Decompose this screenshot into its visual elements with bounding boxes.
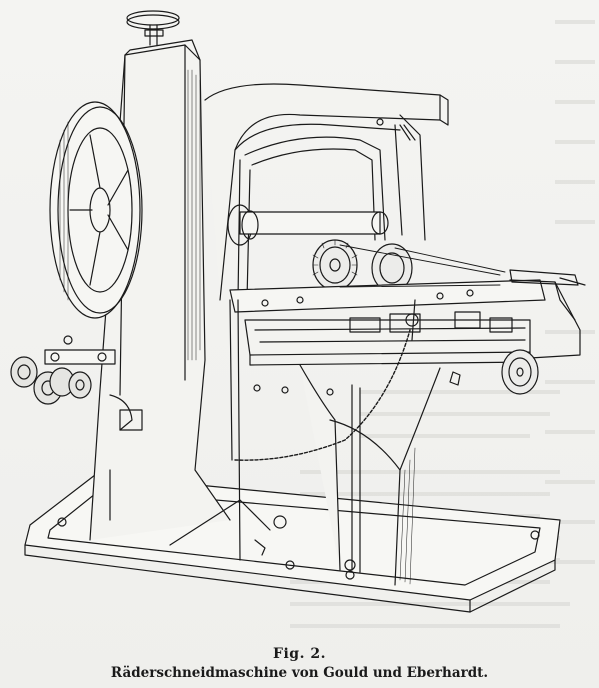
cutter-gears [312, 239, 413, 293]
figure-label: Fig. 2. [273, 646, 326, 662]
flywheel [49, 101, 143, 319]
fittings [253, 299, 461, 396]
feed-chain [169, 299, 411, 561]
overhead-arm [204, 83, 449, 301]
slide-bed [229, 279, 546, 366]
top-handwheel [126, 10, 180, 46]
drive-belts [339, 244, 506, 288]
arm-frame [237, 136, 386, 301]
spindle [227, 204, 389, 246]
figure-caption: Räderschneidmaschine von Gould und Eberh… [110, 665, 489, 681]
pedestal [299, 364, 441, 586]
machine-illustration [10, 10, 586, 613]
feed-wheel [501, 269, 586, 395]
change-gears [10, 335, 143, 431]
